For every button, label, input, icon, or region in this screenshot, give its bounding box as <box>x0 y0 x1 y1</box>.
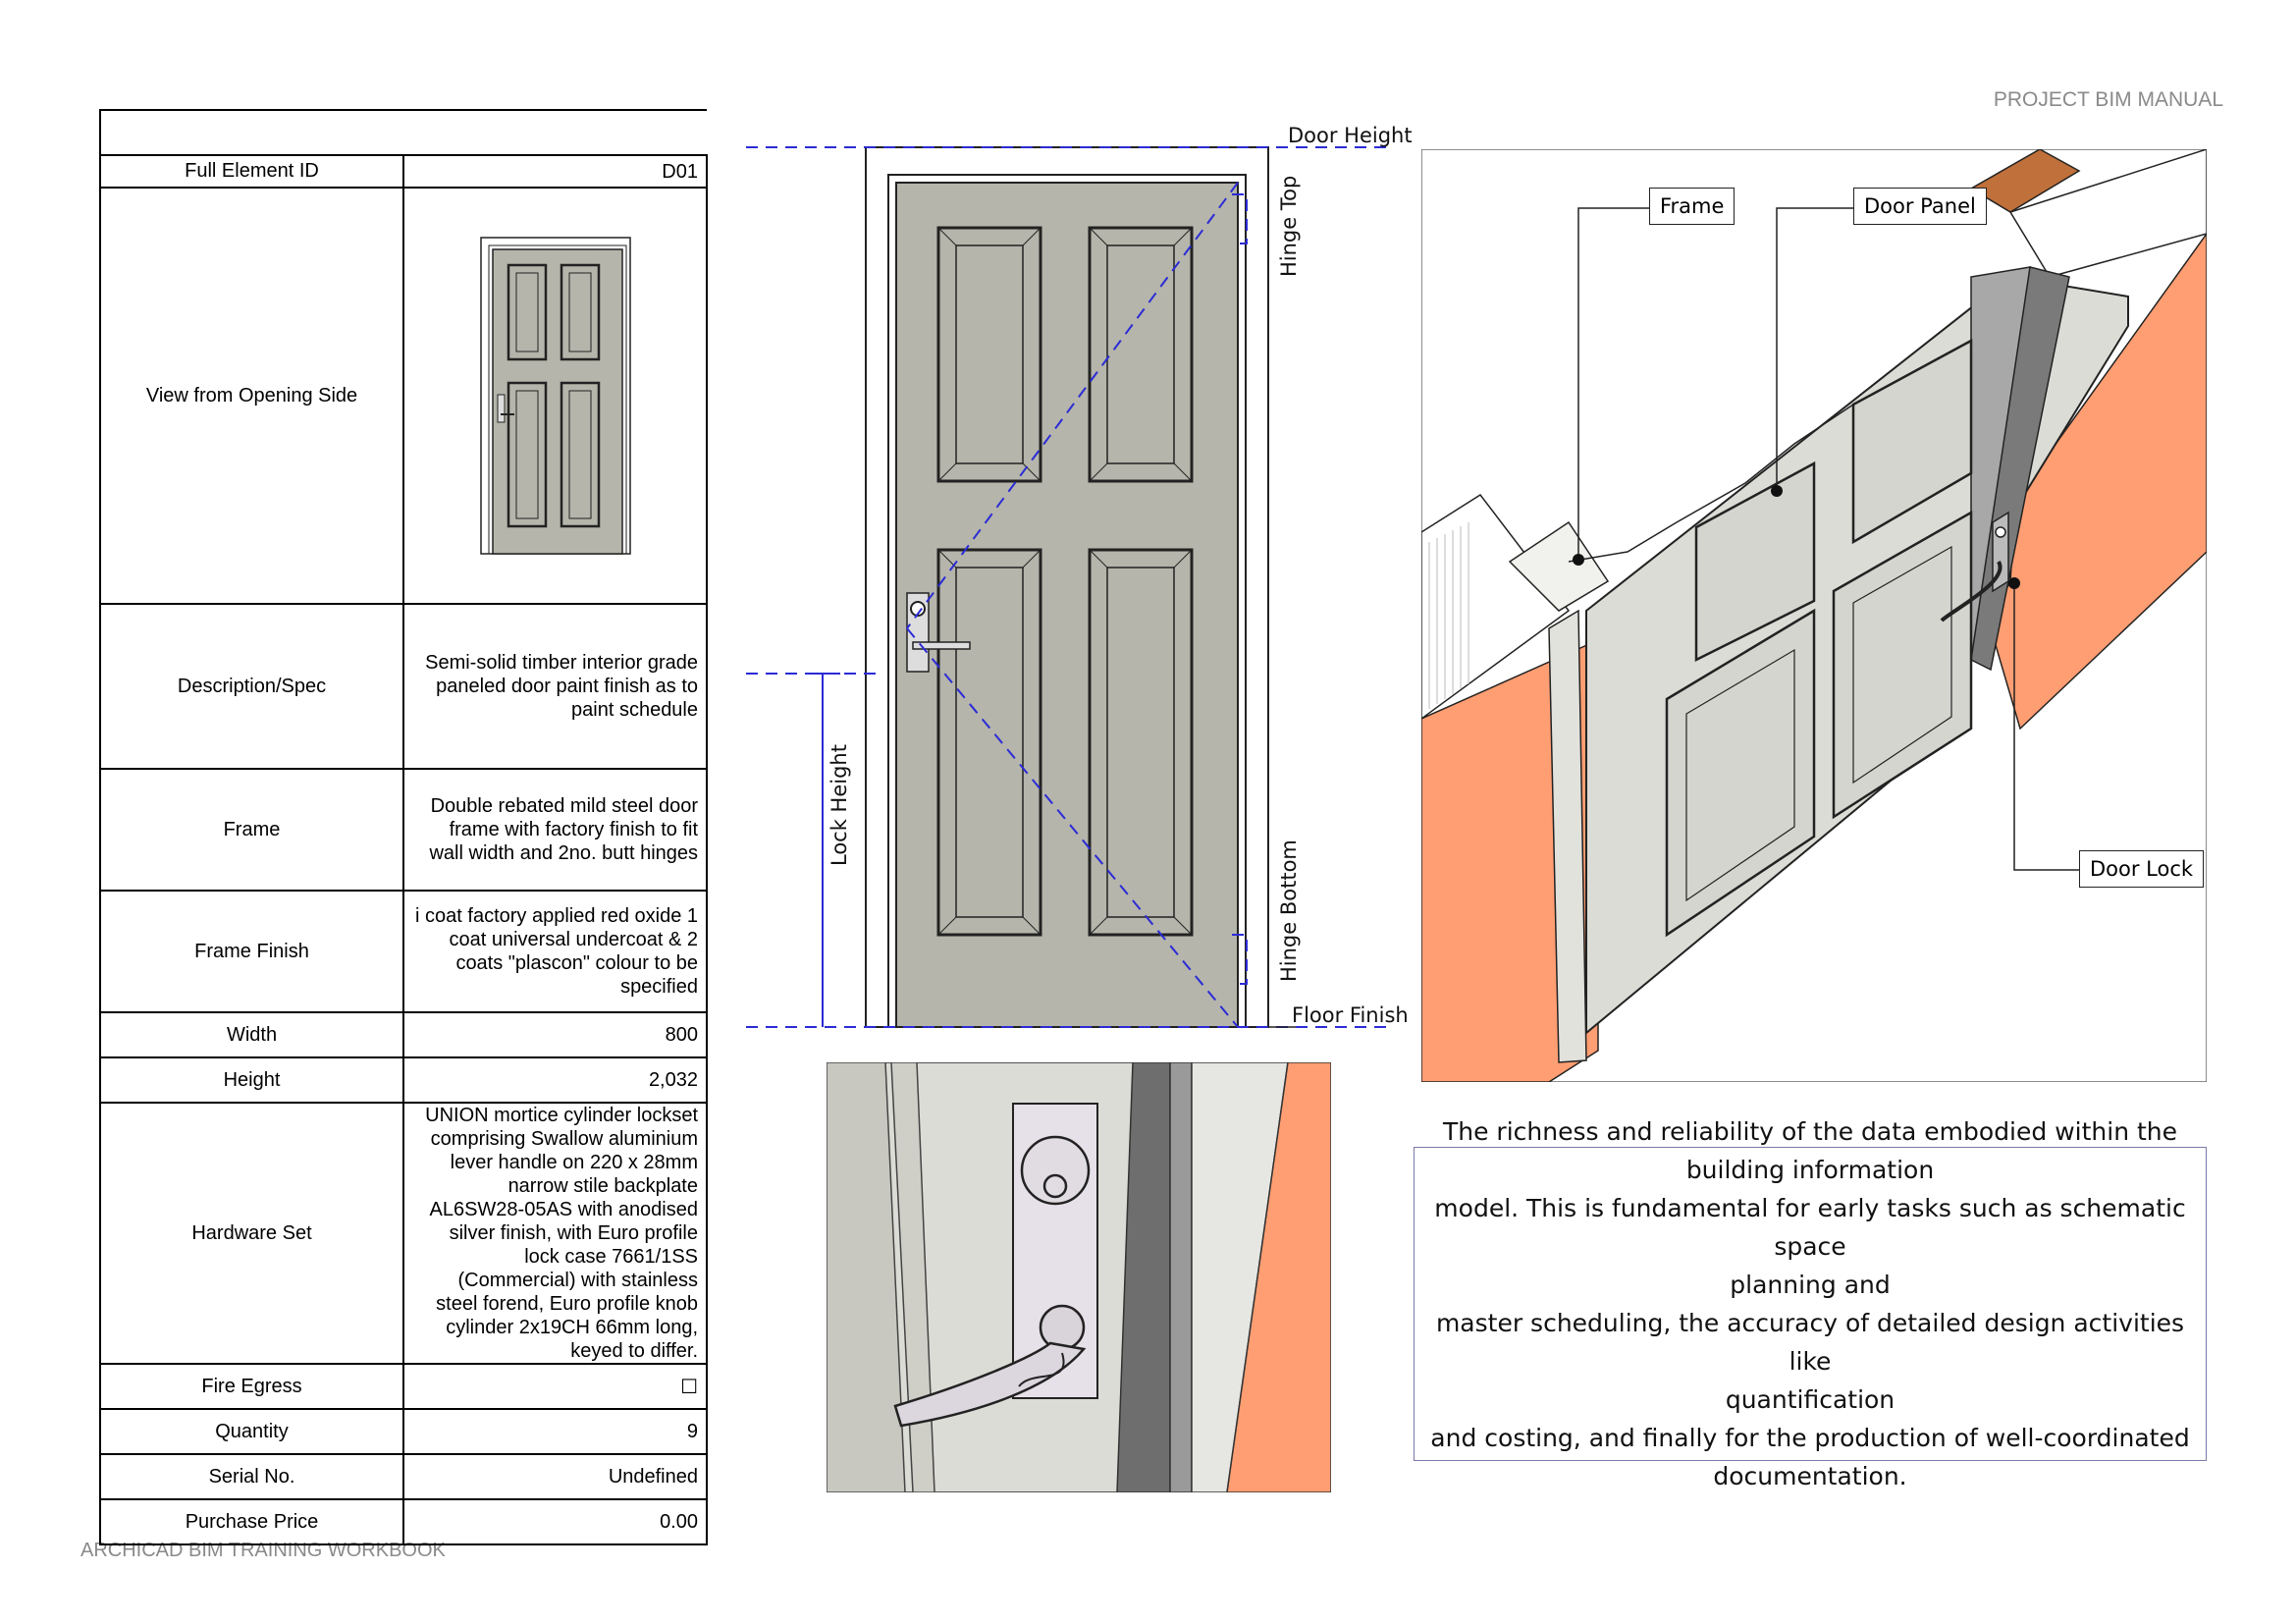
row-value: 9 <box>402 1408 708 1455</box>
door-thumbnail-cell <box>402 187 708 605</box>
row-value: Double rebated mild steel door frame wit… <box>402 768 708 892</box>
frame-callout: Frame <box>1649 188 1735 225</box>
quote-line: master scheduling, the accuracy of detai… <box>1435 1309 2185 1376</box>
table-row: Fire Egress ☐ <box>99 1363 708 1410</box>
row-value: Semi-solid timber interior grade paneled… <box>402 603 708 770</box>
row-value: 0.00 <box>402 1498 708 1545</box>
table-row: Description/Spec Semi-solid timber inter… <box>99 603 708 770</box>
table-row: Full Element ID D01 <box>99 154 708 189</box>
door-spec-table: Full Element ID D01 View from Opening Si… <box>99 109 708 1545</box>
row-label: Frame <box>99 768 404 892</box>
table-row: Quantity 9 <box>99 1408 708 1455</box>
quote-line: The richness and reliability of the data… <box>1442 1117 2178 1146</box>
table-header-cell <box>99 109 707 156</box>
lock-height-label: Lock Height <box>828 744 851 866</box>
row-value: Undefined <box>402 1453 708 1500</box>
quote-line: building information <box>1685 1156 1935 1184</box>
table-row: View from Opening Side <box>99 187 708 605</box>
row-label: View from Opening Side <box>99 187 404 605</box>
quote-line: quantification <box>1725 1385 1896 1414</box>
quote-line: planning and <box>1730 1271 1891 1299</box>
door-panel-callout: Door Panel <box>1853 188 1987 225</box>
table-row: Purchase Price 0.00 <box>99 1498 708 1545</box>
fire-egress-checkbox[interactable]: ☐ <box>402 1363 708 1410</box>
manual-title: PROJECT BIM MANUAL <box>1993 88 2223 111</box>
row-value: 2,032 <box>402 1056 708 1104</box>
door-lock-callout: Door Lock <box>2079 850 2205 888</box>
workbook-title: ARCHICAD BIM TRAINING WORKBOOK <box>80 1540 446 1561</box>
row-label: Serial No. <box>99 1453 404 1500</box>
row-label: Full Element ID <box>99 154 404 189</box>
quote-line: model. This is fundamental for early tas… <box>1434 1194 2186 1261</box>
row-label: Description/Spec <box>99 603 404 770</box>
table-row: Frame Double rebated mild steel door fra… <box>99 768 708 892</box>
floor-finish-label: Floor Finish <box>1292 1003 1409 1027</box>
table-row: Height 2,032 <box>99 1056 708 1104</box>
row-label: Height <box>99 1056 404 1104</box>
isometric-door-drawing <box>1421 149 2207 1082</box>
quote-line: and costing, and finally for the product… <box>1430 1424 2190 1452</box>
hinge-bottom-label: Hinge Bottom <box>1277 839 1301 982</box>
bim-quote-text: The richness and reliability of the data… <box>1428 1112 2192 1495</box>
hinge-top-label: Hinge Top <box>1277 176 1301 277</box>
table-row: Hardware Set UNION mortice cylinder lock… <box>99 1102 708 1365</box>
row-value: UNION mortice cylinder lockset comprisin… <box>402 1102 708 1365</box>
table-header-row <box>99 109 707 156</box>
table-row: Width 800 <box>99 1011 708 1058</box>
row-value: 800 <box>402 1011 708 1058</box>
row-label: Purchase Price <box>99 1498 404 1545</box>
row-label: Fire Egress <box>99 1363 404 1410</box>
lock-detail-drawing <box>827 1062 1331 1492</box>
row-label: Quantity <box>99 1408 404 1455</box>
door-height-label: Door Height <box>1288 124 1413 147</box>
row-label: Width <box>99 1011 404 1058</box>
door-elevation-drawing: Door Height Hinge Top Lock Height Hinge … <box>746 124 1413 1028</box>
quote-line: documentation. <box>1713 1462 1907 1490</box>
row-value: i coat factory applied red oxide 1 coat … <box>402 890 708 1013</box>
door-thumbnail <box>479 237 631 555</box>
table-row: Frame Finish i coat factory applied red … <box>99 890 708 1013</box>
table-row: Serial No. Undefined <box>99 1453 708 1500</box>
row-value: D01 <box>402 154 708 189</box>
row-label: Frame Finish <box>99 890 404 1013</box>
row-label: Hardware Set <box>99 1102 404 1365</box>
bim-quote-box: The richness and reliability of the data… <box>1414 1117 2207 1490</box>
